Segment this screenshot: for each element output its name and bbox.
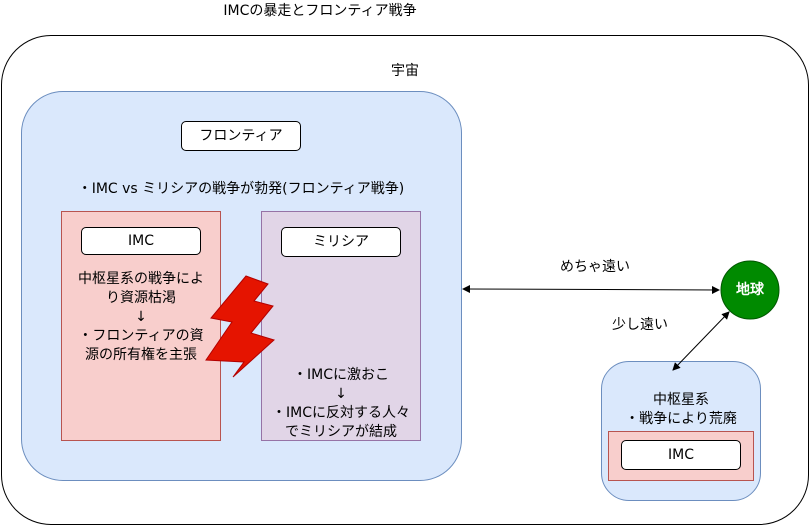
conflict-lightning-icon: [205, 275, 275, 378]
militia-text-line: ・IMCに激おこ: [293, 367, 389, 383]
core-imc-label-box: IMC: [621, 440, 741, 470]
core-system-subtitle: ・戦争により荒廃: [625, 411, 737, 427]
earth-circle: [720, 260, 780, 320]
imc-text-line: 源の所有権を主張: [85, 347, 197, 363]
earth-label: 地球: [736, 282, 764, 298]
militia-text-line: でミリシアが結成: [285, 424, 397, 440]
diagram-title: IMCの暴走とフロンティア戦争: [223, 3, 417, 19]
far-connector-arrow: [462, 285, 720, 294]
near-connector-arrow: [672, 311, 730, 371]
imc-text-line: り資源枯渇: [106, 290, 176, 306]
imc-label-box: IMC: [81, 227, 201, 255]
space-label: 宇宙: [391, 63, 419, 79]
imc-down-arrow: ↓: [135, 309, 147, 325]
imc-text-line: ・フロンティアの資: [78, 328, 204, 344]
core-system-title: 中枢星系: [653, 392, 709, 408]
militia-down-arrow: ↓: [335, 386, 347, 402]
near-connector-label: 少し遠い: [612, 317, 668, 333]
frontier-war-note: ・IMC vs ミリシアの戦争が勃発(フロンティア戦争): [77, 181, 405, 197]
imc-text-line: 中枢星系の戦争によ: [78, 271, 204, 287]
militia-label-box: ミリシア: [281, 227, 401, 257]
far-connector-label: めちゃ遠い: [560, 259, 630, 275]
frontier-label-box: フロンティア: [181, 121, 301, 151]
militia-text-line: ・IMCに反対する人々: [272, 405, 410, 421]
